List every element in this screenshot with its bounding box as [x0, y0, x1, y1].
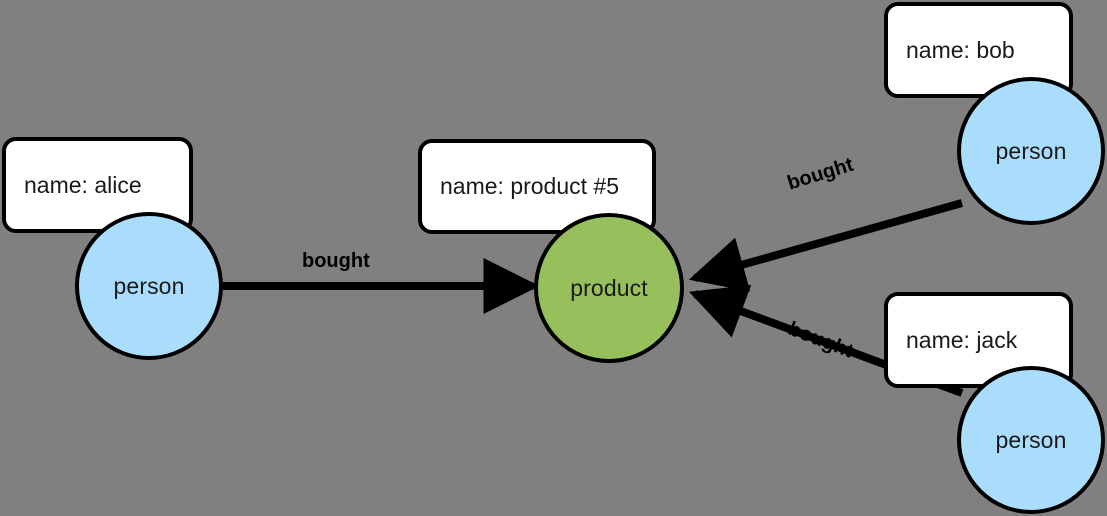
node-alice[interactable]: person — [75, 212, 223, 360]
edge-label-alice-bought-text: bought — [302, 250, 370, 272]
tooltip-alice-text: name: alice — [24, 171, 142, 198]
tooltip-jack-text: name: jack — [906, 326, 1018, 353]
node-bob-label: person — [995, 137, 1067, 164]
node-jack-label: person — [995, 426, 1067, 453]
node-product5-label: product — [570, 274, 648, 301]
node-jack[interactable]: person — [957, 366, 1105, 514]
node-alice-label: person — [113, 272, 185, 299]
node-product5[interactable]: product — [534, 213, 684, 363]
tooltip-bob-text: name: bob — [906, 36, 1015, 63]
tooltip-product5-text: name: product #5 — [440, 173, 620, 199]
node-bob[interactable]: person — [957, 77, 1105, 225]
edge-label-alice-bought: bought — [302, 251, 370, 271]
edge-bob-to-product[interactable] — [688, 199, 964, 292]
